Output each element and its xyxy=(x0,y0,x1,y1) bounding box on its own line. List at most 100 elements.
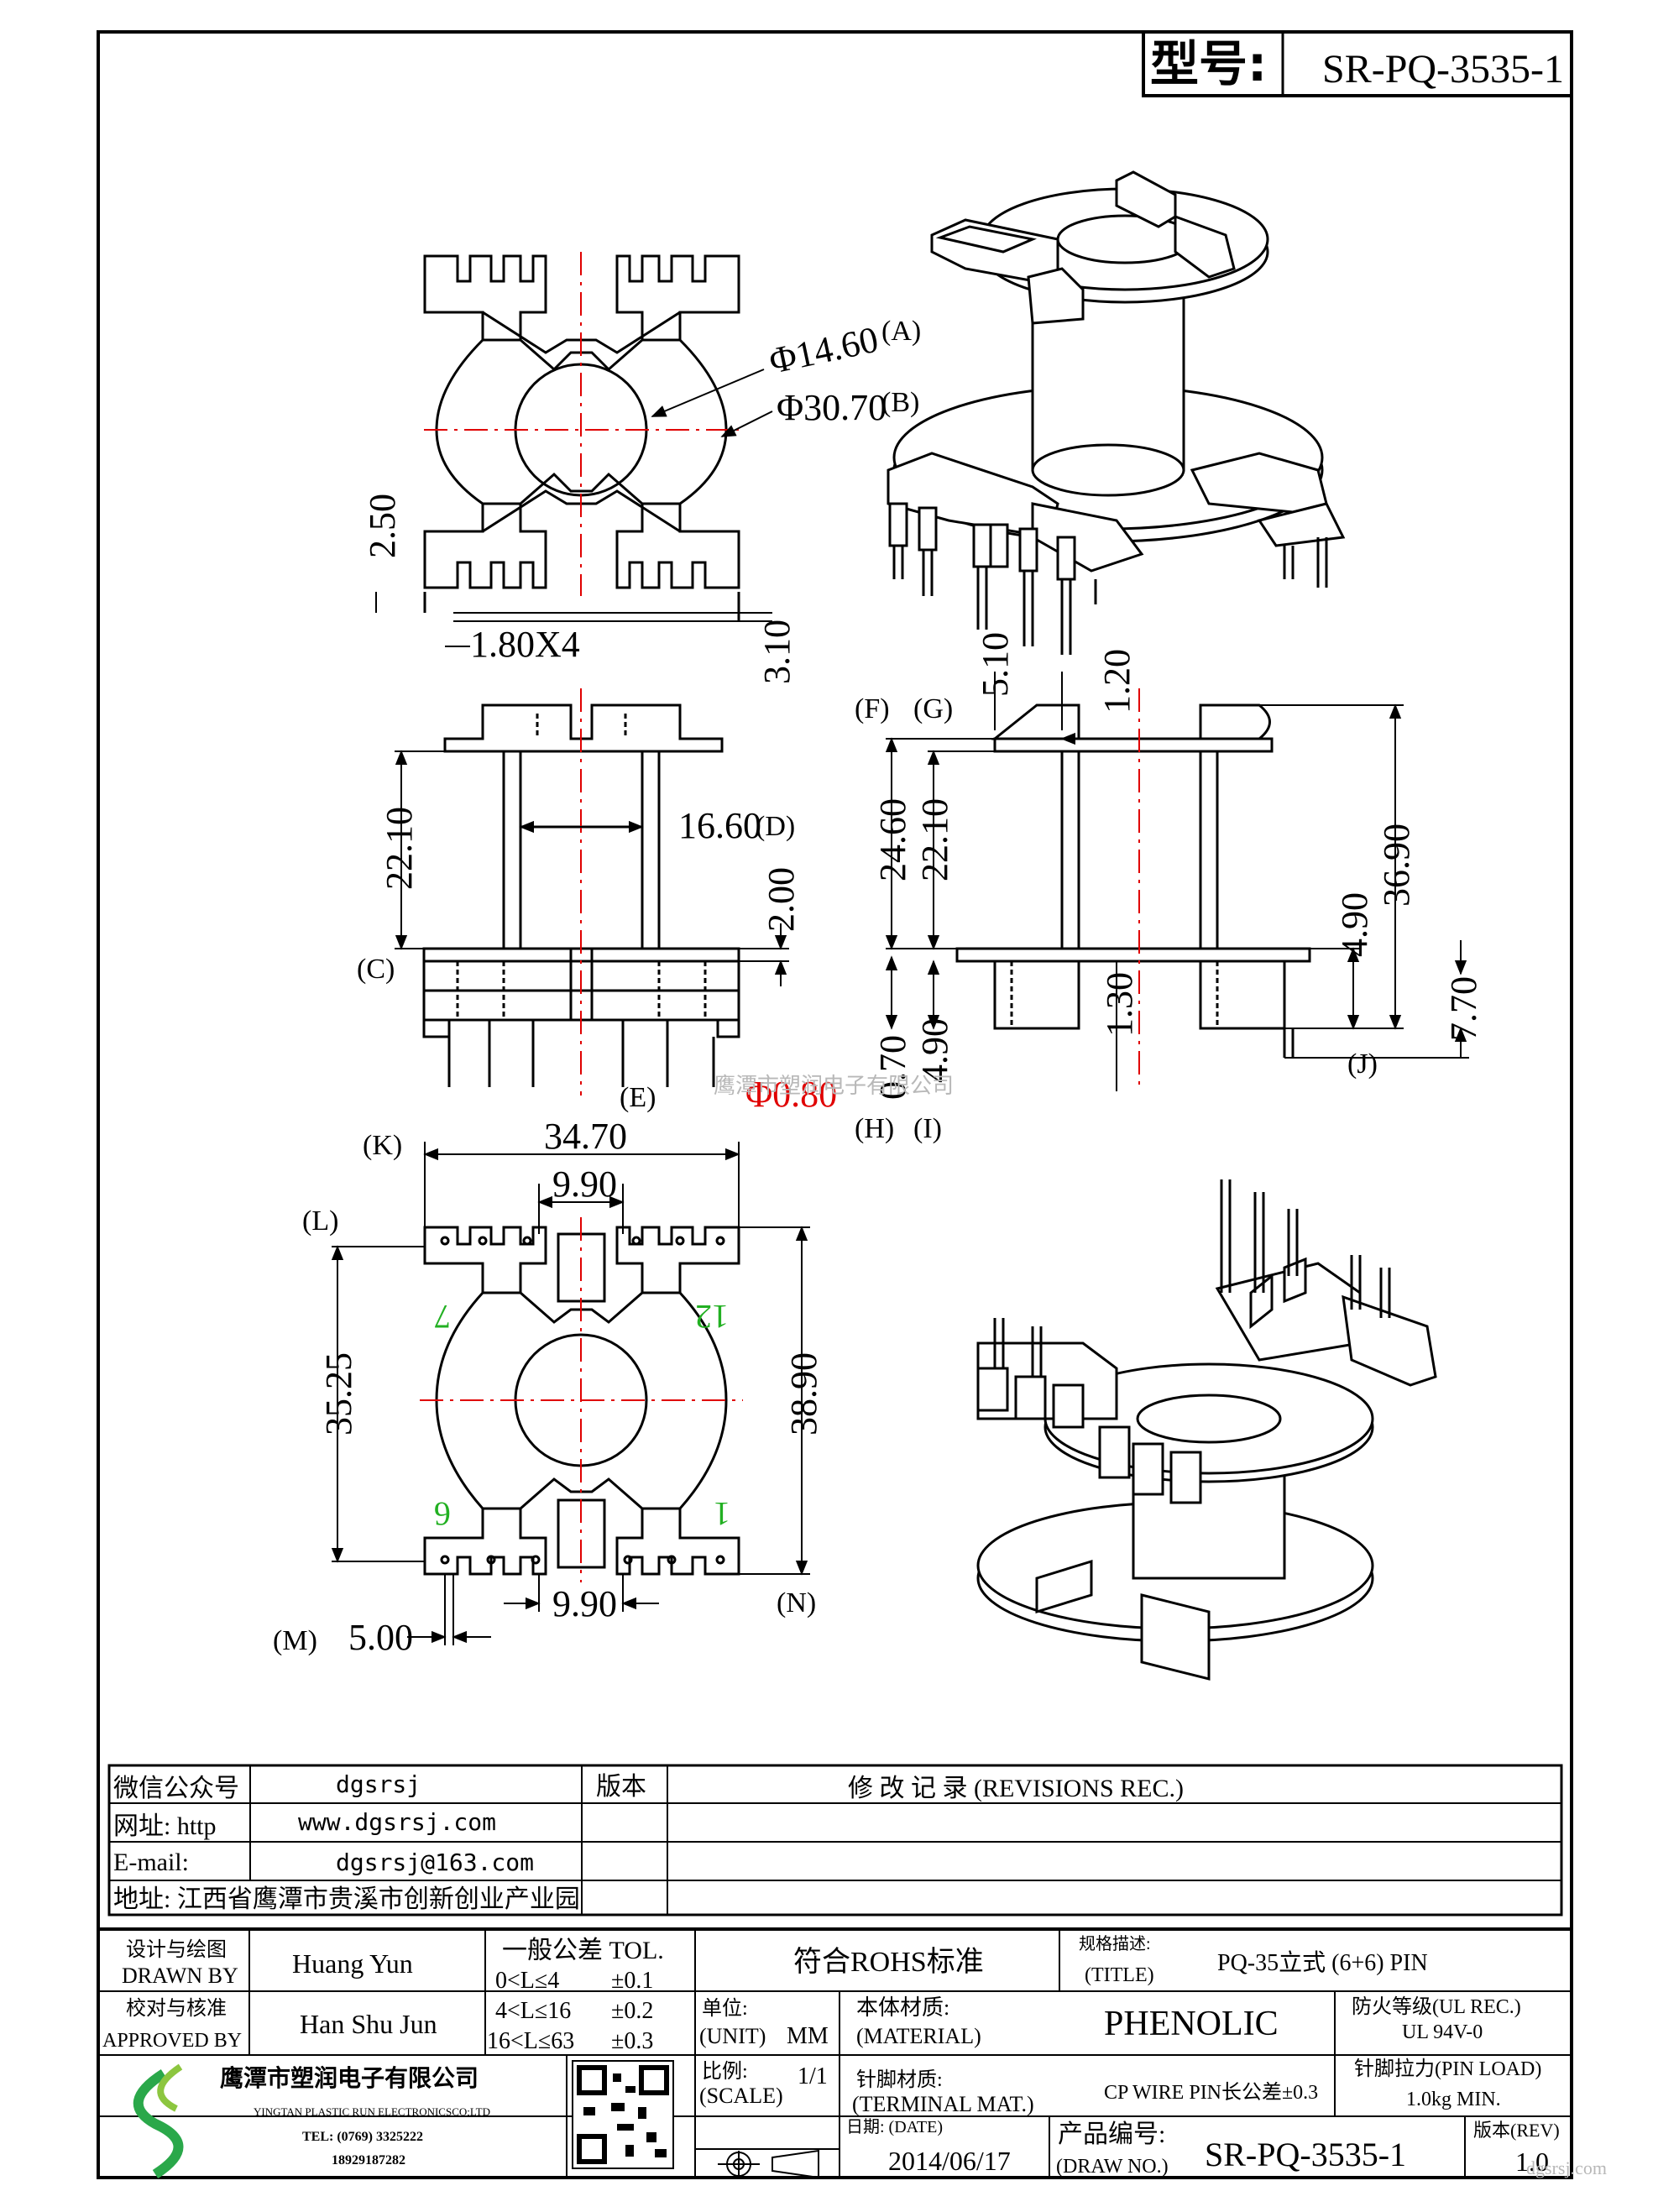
drawn-name: Huang Yun xyxy=(292,1948,413,1979)
approved-en: APPROVED BY xyxy=(102,2030,242,2052)
terminal-cn: 针脚材质: xyxy=(856,2068,943,2091)
dim-1-20: 1.20 xyxy=(1096,649,1138,714)
approved-cn: 校对与核准 xyxy=(126,1997,227,2020)
dimension-lines xyxy=(331,369,1469,1645)
address: 地址: 江西省鹰潭市贵溪市创新创业产业园 xyxy=(113,1885,580,1913)
dim-22-10-left: 22.10 xyxy=(379,807,420,890)
scale-en: (SCALE) xyxy=(699,2084,783,2108)
callout-g: (G) xyxy=(913,693,953,724)
material-value: PHENOLIC xyxy=(1104,2005,1279,2043)
dim-9-90-top: 9.90 xyxy=(552,1164,617,1205)
dim-3-10: 3.10 xyxy=(756,620,798,684)
info-block-text: 微信公众号 dgsrsj 网址: http www.dgsrsj.com E-m… xyxy=(113,1770,1184,1913)
bottom-view-drawing xyxy=(423,1226,740,1576)
material-cn: 本体材质: xyxy=(856,1995,949,2020)
web-value: www.dgsrsj.com xyxy=(298,1808,496,1836)
scale-cn: 比例: xyxy=(702,2060,748,2083)
callout-letters: (A) (B) (C) (D) (E) (F) (G) (H) (I) (J) … xyxy=(273,316,1378,1656)
callout-l: (L) xyxy=(302,1205,338,1237)
dimension-text: Φ14.60 Φ30.70 2.50 1.80X4 3.10 5.10 1.20… xyxy=(318,319,1484,1658)
callout-a: (A) xyxy=(881,316,921,347)
projection-symbol-icon xyxy=(718,2149,819,2179)
dim-24-60: 24.60 xyxy=(872,798,913,881)
dim-38-90: 38.90 xyxy=(783,1352,824,1435)
pin-number-6: 6 xyxy=(434,1495,451,1533)
pin-number-12: 12 xyxy=(695,1298,729,1336)
model-number: SR-PQ-3535-1 xyxy=(1322,47,1564,92)
model-label: 型号: xyxy=(1150,35,1267,92)
drawn-cn: 设计与绘图 xyxy=(126,1938,227,1961)
iso-view-upper xyxy=(887,170,1346,581)
callout-n: (N) xyxy=(777,1587,816,1618)
drawno-cn: 产品编号: xyxy=(1058,2120,1165,2148)
dim-4-90-lower: 4.90 xyxy=(914,1018,955,1083)
iso-view-lower-pins xyxy=(993,1179,1391,1377)
date-label: 日期: (DATE) xyxy=(846,2118,943,2136)
dim-9-90-bottom: 9.90 xyxy=(552,1583,617,1624)
version-label: 版本 xyxy=(596,1773,646,1801)
dim-34-70: 34.70 xyxy=(544,1116,627,1157)
pin-numbers: 7 12 6 1 xyxy=(434,1298,730,1533)
tol-row1-range: 0<L≤4 xyxy=(495,1968,559,1994)
callout-k: (K) xyxy=(363,1130,402,1161)
pin-number-1: 1 xyxy=(714,1495,730,1533)
title-block xyxy=(97,1927,1573,2179)
rohs-text: 符合ROHS标准 xyxy=(793,1946,984,1978)
scale-value: 1/1 xyxy=(798,2063,828,2089)
drawno-value: SR-PQ-3535-1 xyxy=(1205,2136,1406,2173)
title-block-text: 设计与绘图 DRAWN BY Huang Yun 校对与核准 APPROVED … xyxy=(102,1934,1607,2178)
info-block xyxy=(107,1764,1563,1917)
dim-4-90-upper: 4.90 xyxy=(1334,892,1375,957)
title-value: PQ-35立式 (6+6) PIN xyxy=(1217,1949,1428,1976)
material-en: (MATERIAL) xyxy=(856,2024,981,2048)
tol-title: 一般公差 TOL. xyxy=(502,1937,664,1964)
dim-2-50: 2.50 xyxy=(362,494,403,558)
dim-phi-30-70: Φ30.70 xyxy=(777,387,887,428)
wechat-label: 微信公众号 xyxy=(113,1775,239,1802)
top-view-centerlines xyxy=(424,252,739,596)
side-view-drawing xyxy=(955,703,1311,1058)
bottom-view-centerlines xyxy=(420,1217,743,1582)
tol-row2-range: 4<L≤16 xyxy=(495,1998,571,2024)
dim-0-70: 0.70 xyxy=(872,1035,913,1100)
company-mobile: 18929187282 xyxy=(332,2153,405,2168)
rev-label: 版本(REV) xyxy=(1473,2120,1560,2141)
tol-row3-val: ±0.3 xyxy=(611,2028,653,2054)
pin-number-7: 7 xyxy=(434,1298,451,1336)
dim-phi-14-60: Φ14.60 xyxy=(766,319,881,382)
dim-16-60: 16.60 xyxy=(678,805,761,846)
title-cn: 规格描述: xyxy=(1079,1934,1151,1953)
drawn-en: DRAWN BY xyxy=(122,1964,238,1988)
fire-rating-label: 防火等级(UL REC.) xyxy=(1352,1995,1521,2018)
callout-f: (F) xyxy=(855,693,890,724)
callout-b: (B) xyxy=(881,387,919,418)
tol-row1-val: ±0.1 xyxy=(611,1968,653,1994)
tol-row2-val: ±0.2 xyxy=(611,1998,653,2024)
company-tel: TEL: (0769) 3325222 xyxy=(302,2130,423,2144)
pin-load-value: 1.0kg MIN. xyxy=(1406,2089,1501,2110)
callout-d: (D) xyxy=(756,811,795,842)
web-label: 网址: http xyxy=(113,1812,217,1840)
dim-35-25: 35.25 xyxy=(318,1352,359,1435)
dim-22-10-right: 22.10 xyxy=(914,798,955,881)
callout-j: (J) xyxy=(1347,1048,1378,1080)
footer-watermark: dgsrsj.com xyxy=(1526,2157,1607,2178)
dim-phi-0-80: Φ0.80 xyxy=(745,1074,837,1115)
fire-rating-value: UL 94V-0 xyxy=(1402,2021,1483,2043)
dim-36-90: 36.90 xyxy=(1376,824,1417,907)
iso-view-upper-pins xyxy=(892,537,1328,655)
dim-1-30: 1.30 xyxy=(1099,972,1140,1037)
dim-5-10: 5.10 xyxy=(975,632,1016,697)
company-logo xyxy=(133,2063,184,2179)
drawno-en: (DRAW NO.) xyxy=(1056,2156,1169,2178)
callout-h: (H) xyxy=(855,1113,894,1144)
callout-c: (C) xyxy=(357,954,395,985)
model-box: 型号: SR-PQ-3535-1 xyxy=(1142,30,1573,97)
revisions-title: 修 改 记 录 (REVISIONS REC.) xyxy=(848,1775,1184,1802)
callout-i: (I) xyxy=(913,1113,942,1144)
rev-value: 1.0 xyxy=(1515,2147,1549,2177)
terminal-en: (TERMINAL MAT.) xyxy=(852,2092,1034,2116)
terminal-value: CP WIRE PIN长公差±0.3 xyxy=(1104,2081,1318,2104)
dim-7-70: 7.70 xyxy=(1443,976,1484,1041)
